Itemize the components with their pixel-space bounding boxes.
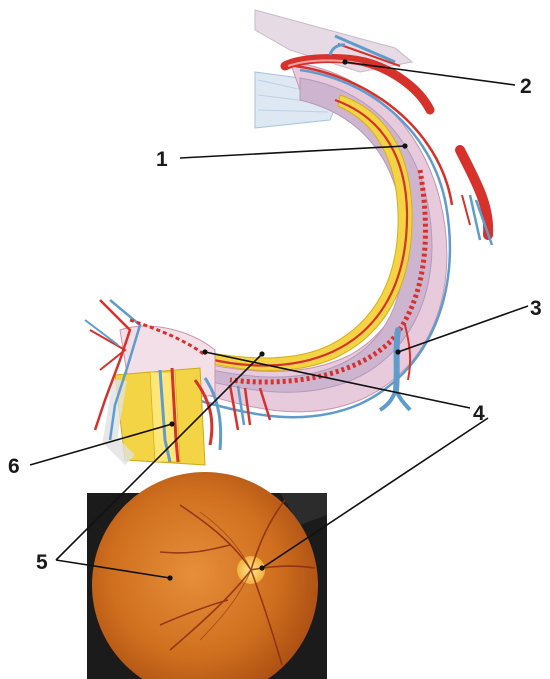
posterior-ciliary-vessels: [460, 150, 492, 245]
label-3: 3: [530, 297, 542, 320]
fundus-photo: [87, 472, 327, 679]
retina-layer: [205, 95, 412, 371]
label-2: 2: [520, 75, 532, 98]
label-4: 4: [473, 402, 485, 425]
label-5: 5: [36, 551, 48, 574]
label-6: 6: [8, 455, 20, 478]
label-1: 1: [156, 148, 168, 171]
